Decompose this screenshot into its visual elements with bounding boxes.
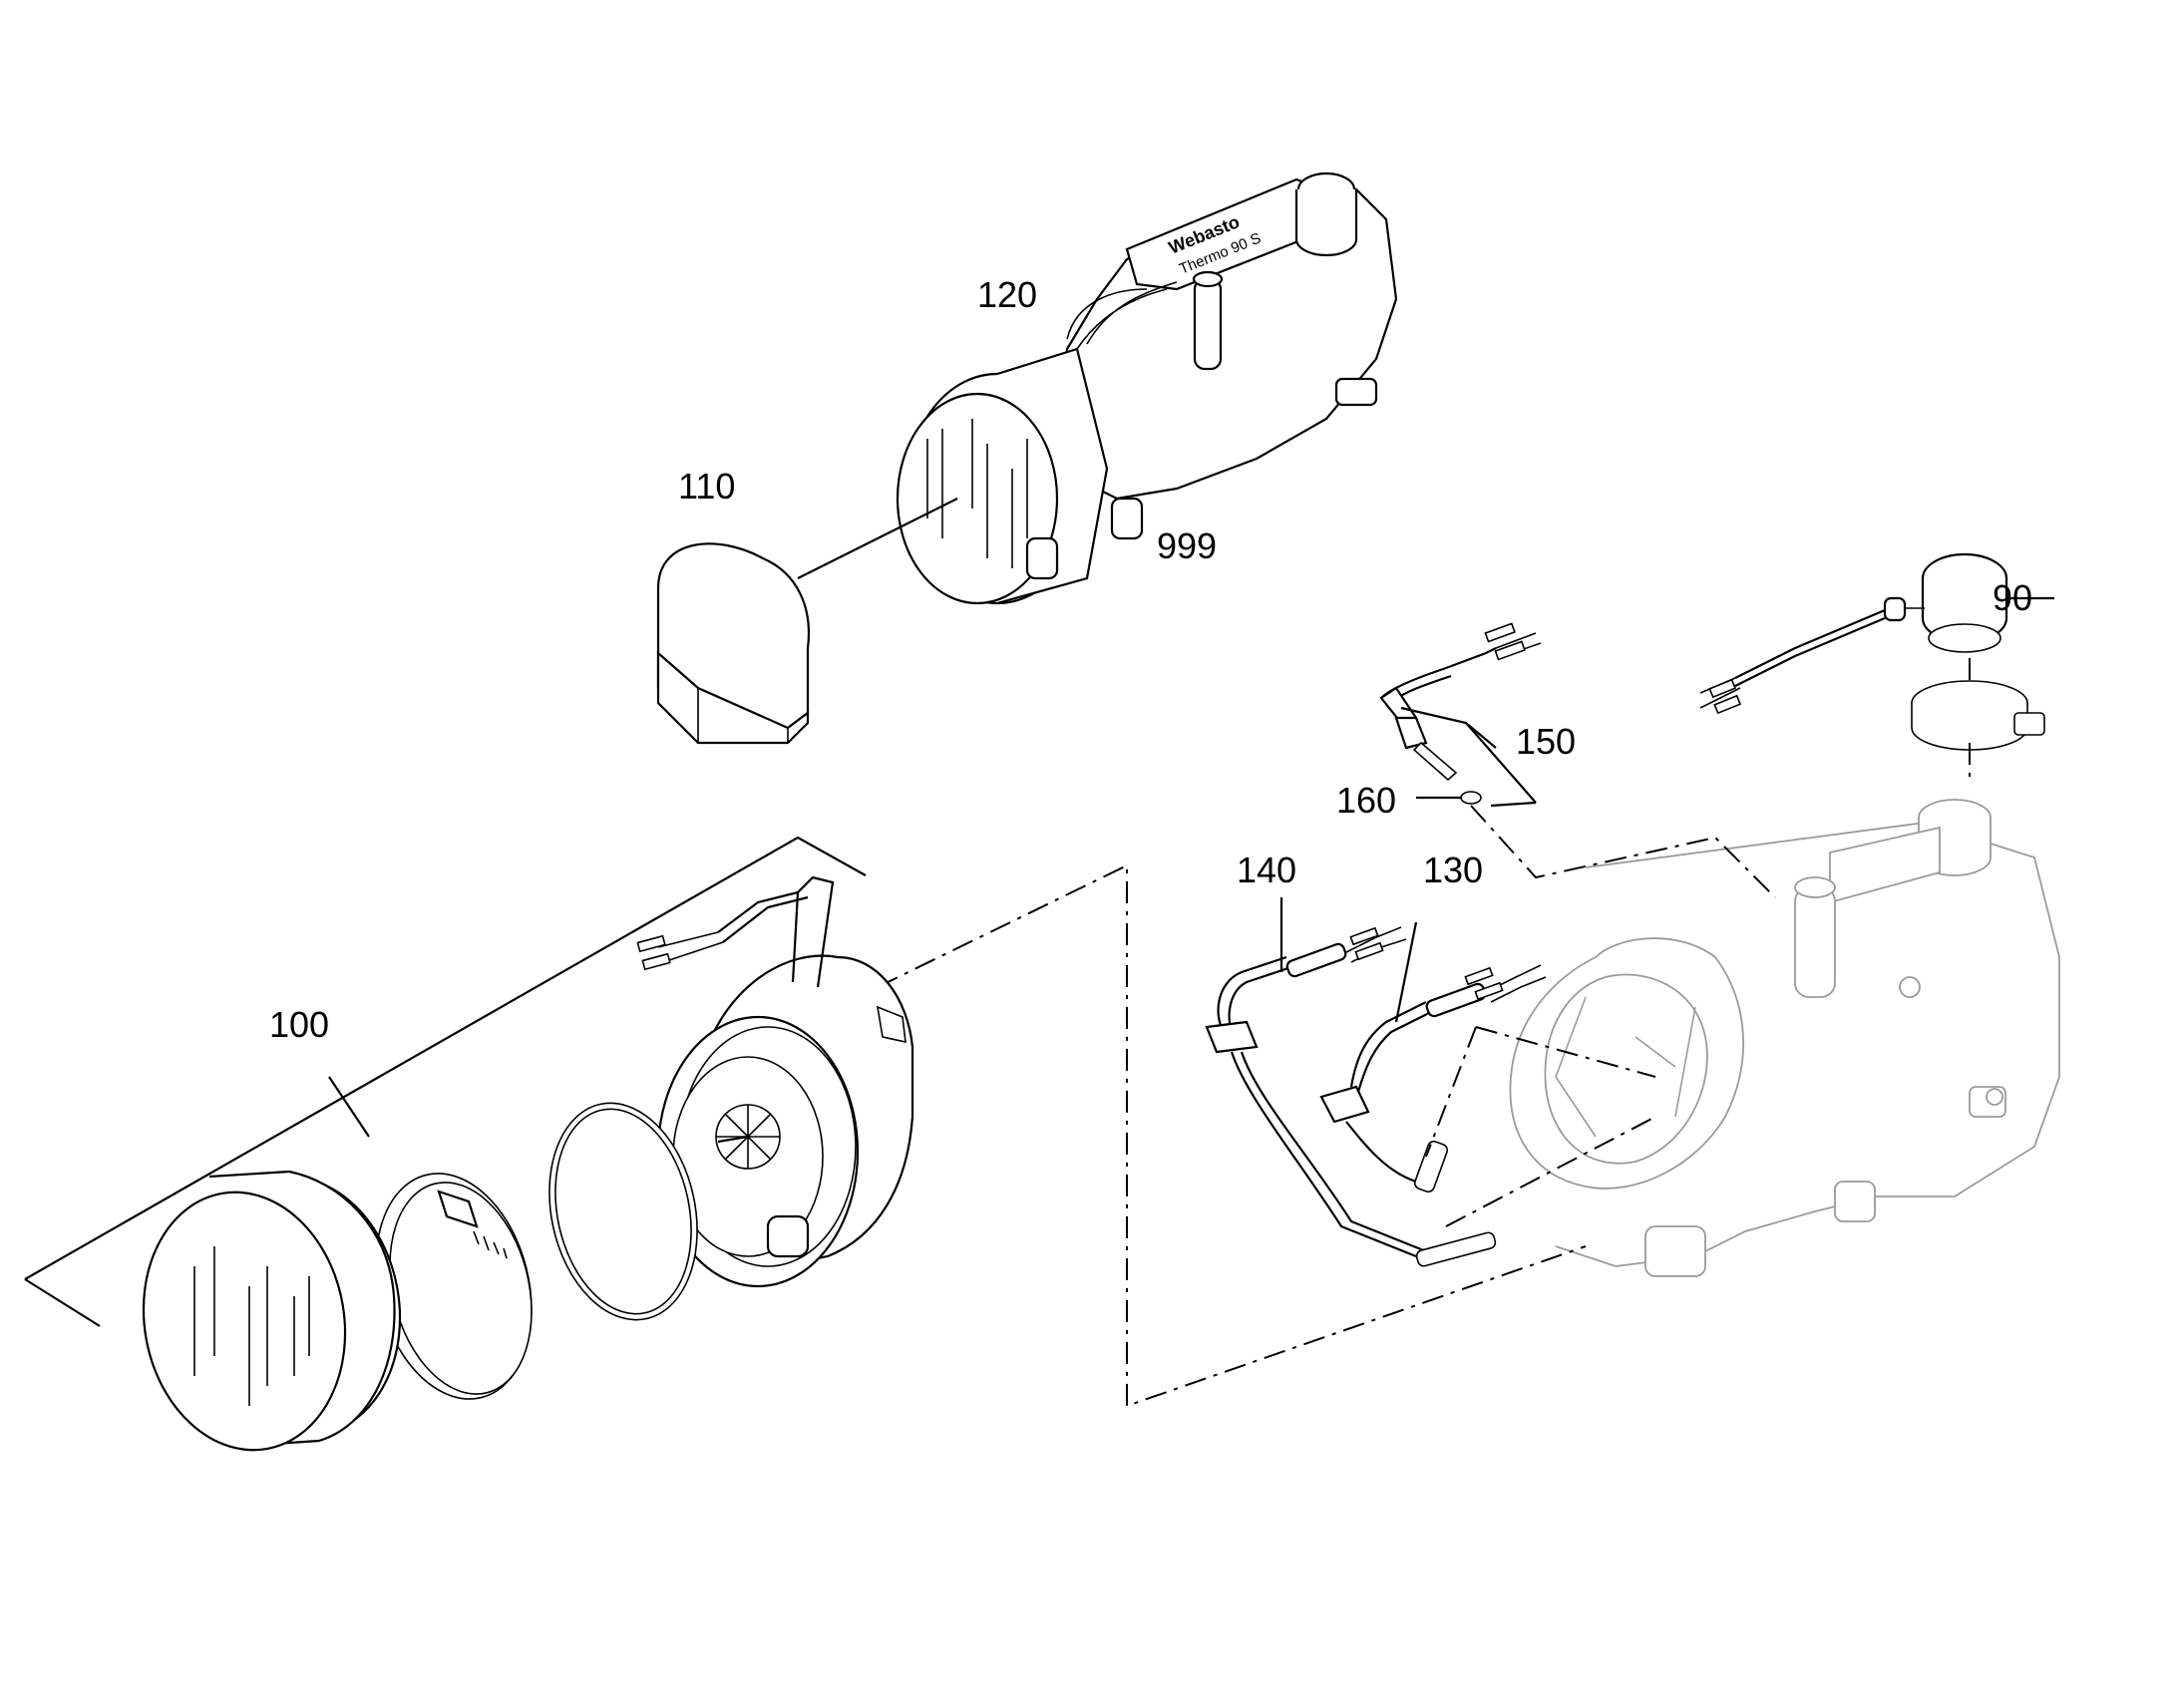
callout-130: 130 bbox=[1423, 850, 1483, 890]
motor-housing bbox=[636, 875, 914, 1288]
cap-90 bbox=[1699, 552, 2054, 715]
callout-999: 999 bbox=[1157, 525, 1217, 566]
heater-body-ghost bbox=[1509, 799, 2060, 1277]
intake-cap bbox=[142, 1170, 402, 1452]
sensor-150 bbox=[1379, 622, 1542, 804]
callout-100: 100 bbox=[269, 1004, 329, 1045]
cable-130 bbox=[1319, 921, 1656, 1227]
cable-140 bbox=[1205, 897, 1497, 1267]
cover-110 bbox=[656, 498, 958, 745]
callout-110: 110 bbox=[678, 466, 735, 507]
heater-assembly-999: Webasto Thermo 90 S bbox=[896, 171, 1398, 605]
o-ring bbox=[548, 1102, 698, 1321]
oring-160 bbox=[1416, 791, 1776, 898]
hose-clamp bbox=[375, 1173, 533, 1400]
blower-assembly-100 bbox=[24, 836, 1587, 1408]
callout-140: 140 bbox=[1237, 850, 1296, 890]
callout-90: 90 bbox=[1993, 577, 2032, 618]
callout-160: 160 bbox=[1336, 780, 1396, 821]
callout-120: 120 bbox=[977, 274, 1037, 315]
clamp-ring bbox=[1911, 658, 2045, 778]
callout-150: 150 bbox=[1516, 721, 1576, 762]
